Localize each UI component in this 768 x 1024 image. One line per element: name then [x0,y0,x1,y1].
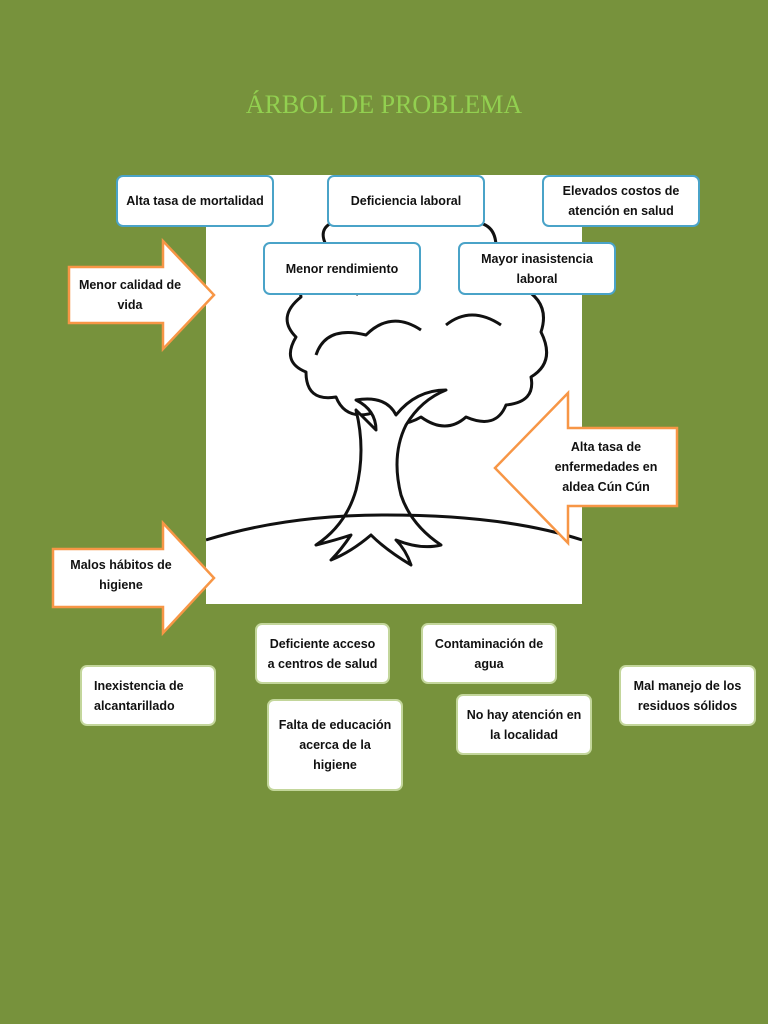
cause-contaminacion: Contaminación de agua [421,623,557,684]
cause-no-atencion: No hay atención en la localidad [456,694,592,755]
cause-deficiente-acceso: Deficiente acceso a centros de salud [255,623,390,684]
arrow-right-icon [51,520,216,636]
cause-inexistencia: Inexistencia de alcantarillado [80,665,216,726]
cause-malos-habitos: Malos hábitos de higiene [70,558,172,592]
central-problem: Alta tasa de enfermedades en aldea Cún C… [554,440,658,494]
effect-menor-rendimiento: Menor rendimiento [263,242,421,295]
effect-menor-calidad: Menor calidad de vida [78,278,182,312]
effect-alta-mortalidad: Alta tasa de mortalidad [116,175,274,227]
effect-mayor-inasistencia: Mayor inasistencia laboral [458,242,616,295]
cause-falta-educacion: Falta de educación acerca de la higiene [267,699,403,791]
arrow-left-icon [493,390,679,546]
effect-deficiencia-laboral: Deficiencia laboral [327,175,485,227]
cause-mal-manejo: Mal manejo de los residuos sólidos [619,665,756,726]
arrow-right-icon [67,238,216,352]
effect-elevados-costos: Elevados costos de atención en salud [542,175,700,227]
page-title: ÁRBOL DE PROBLEMA [245,90,523,119]
